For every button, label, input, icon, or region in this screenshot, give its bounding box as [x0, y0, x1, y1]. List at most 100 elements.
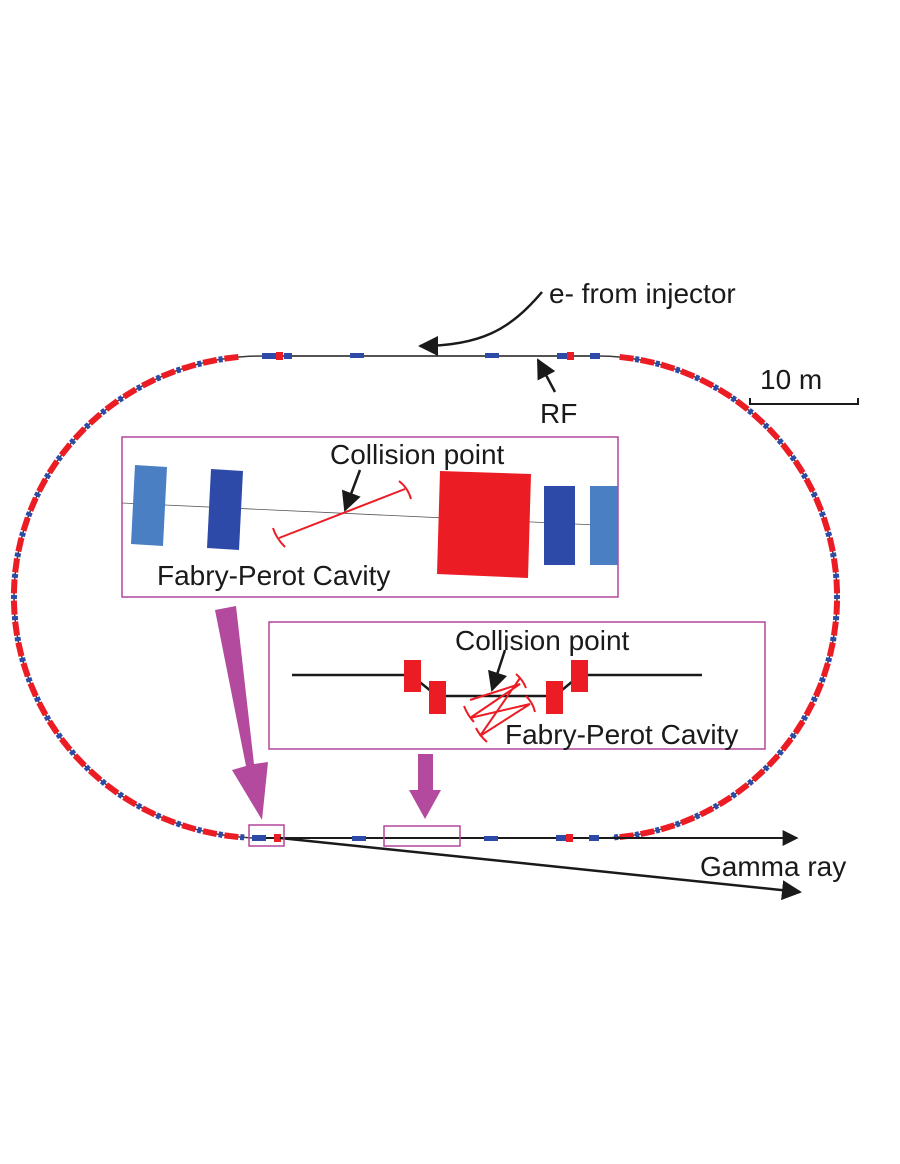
top-quad-left [262, 353, 276, 359]
top-quad-left-2 [284, 353, 292, 359]
ring-bend-magnet-left-4 [141, 376, 157, 389]
ring-quad-left-24 [69, 749, 77, 756]
ring-quad-left-16 [10, 594, 18, 600]
ring-quad-right-15 [832, 573, 840, 579]
top-bend-left [276, 352, 283, 360]
ring-quad-right-4 [712, 384, 720, 392]
ring-bend-magnet-left-31 [181, 822, 197, 833]
ring-quad-right-1 [655, 360, 661, 368]
ring-bend-magnet-left-23 [46, 719, 60, 735]
ring-quad-left-14 [14, 552, 22, 558]
ring-bend-magnet-left-6 [104, 398, 120, 412]
inset-2-bend-1 [404, 660, 421, 692]
inset-2: Collision point Fabry-Perot Cavity [268, 621, 766, 750]
ring-quad-right-29 [694, 812, 701, 820]
ring-quad-left-33 [239, 833, 245, 841]
inset-1-quad-2 [207, 469, 243, 550]
ring-bend-magnet-left-9 [58, 442, 73, 458]
ring-quad-right-19 [825, 657, 833, 663]
ring-quad-right-10 [800, 472, 809, 480]
inset-2-cavity-label: Fabry-Perot Cavity [505, 719, 738, 750]
ring-quad-right-18 [830, 636, 837, 642]
inset-2-fabry-perot-cavity [463, 673, 536, 743]
ring-quad-left-0 [218, 356, 223, 363]
scale-bar-label: 10 m [760, 364, 822, 395]
ring-bend-magnet-right-23 [792, 719, 806, 735]
ring-bend-magnet-right-10 [792, 459, 806, 475]
ring-quad-left-29 [155, 812, 162, 820]
ring-bend-magnet-left-19 [15, 641, 25, 657]
scale-bar: 10 m [749, 364, 859, 405]
inset-1-frame [121, 436, 619, 598]
ring-quad-left-1 [196, 360, 202, 368]
ring-bend-magnet-right-14 [826, 537, 836, 553]
ring-bend-magnet-left-25 [72, 753, 87, 768]
ring-bend-magnet-right-27 [734, 782, 750, 796]
ring-bend-magnet-right-7 [751, 411, 766, 426]
bottom-quad-right [556, 835, 566, 841]
ring-bend-magnet-left-11 [36, 477, 49, 493]
inset-1-collision-label: Collision point [330, 439, 505, 470]
ring-quad-right-20 [818, 676, 826, 683]
ring-bend-magnet-left-33 [224, 832, 239, 841]
ring-bend-magnet-right-17 [833, 600, 841, 615]
ring-quad-right-27 [730, 791, 738, 799]
ring-quad-left-4 [135, 384, 143, 392]
ring-quad-right-12 [818, 511, 826, 518]
ring-quad-left-28 [135, 802, 143, 810]
ring-quad-right-3 [694, 374, 701, 382]
ring-quad-right-26 [747, 778, 754, 786]
inset-1: Collision point Fabry-Perot Cavity [121, 436, 619, 598]
ring-quad-right-9 [789, 454, 797, 462]
ring-bend-magnet-left-26 [87, 768, 103, 783]
ring-bend-magnet-right-22 [803, 701, 816, 717]
injector-arrow [418, 291, 543, 356]
bottom-quad-mid-2 [484, 836, 498, 841]
ring-bend-magnet-right-29 [699, 805, 715, 818]
ring-bend-magnet-left-5 [122, 386, 138, 400]
ring-bend-magnet-left-8 [72, 426, 87, 441]
ring-bend-magnet-right-1 [639, 356, 655, 366]
ring-quad-left-5 [117, 395, 124, 403]
ring-bend-magnet-left-16 [10, 579, 18, 594]
ring-quad-left-23 [55, 732, 63, 740]
ring-quad-left-12 [25, 511, 33, 518]
inset-2-collision-label: Collision point [455, 625, 630, 656]
ring-quad-right-25 [762, 764, 770, 772]
ring-bend-magnet-left-21 [27, 682, 39, 698]
ring-bend-magnet-left-27 [104, 782, 120, 796]
ring-quad-left-8 [69, 437, 77, 446]
ring-quad-right-0 [634, 356, 640, 363]
top-quad-right [557, 353, 567, 359]
ring-quad-left-22 [43, 714, 52, 722]
bottom-bend-right [566, 834, 573, 842]
inset-1-beamline [121, 502, 619, 527]
top-quad-right-2 [590, 353, 600, 359]
ring-bend-magnet-right-16 [833, 579, 841, 594]
ring-quad-right-31 [654, 826, 661, 834]
zoom-region-right [383, 825, 461, 847]
ring-quad-right-16 [833, 594, 841, 600]
ring-quad-left-31 [196, 826, 203, 834]
ring-quad-left-11 [33, 491, 42, 498]
ring-bend-magnet-right-25 [766, 753, 781, 768]
ring-bend-magnet-right-9 [780, 442, 794, 458]
bottom-quad-left [252, 835, 266, 841]
ring-quad-right-11 [810, 491, 818, 498]
ring-quad-right-17 [833, 615, 840, 621]
ring-bend-magnet-right-6 [734, 398, 750, 412]
ring-quad-right-28 [712, 802, 720, 810]
inset-1-cavity-label: Fabry-Perot Cavity [157, 560, 390, 591]
zoom-arrow-left [215, 606, 268, 820]
ring-bend-magnet-left-13 [20, 516, 31, 532]
inset-2-beamline [292, 673, 702, 698]
ring-quad-left-13 [19, 531, 26, 538]
zoom-region-left [248, 824, 285, 847]
ring-quad-left-17 [11, 615, 19, 621]
ring-bend-magnet-left-15 [12, 558, 21, 573]
ring-bend-magnet-right-21 [813, 682, 825, 698]
ring-quad-right-30 [674, 820, 681, 828]
ring-bend-magnet-left-12 [27, 496, 39, 512]
ring-bend-magnet-right-5 [717, 386, 733, 400]
ring-bend-magnet-left-24 [58, 736, 73, 752]
